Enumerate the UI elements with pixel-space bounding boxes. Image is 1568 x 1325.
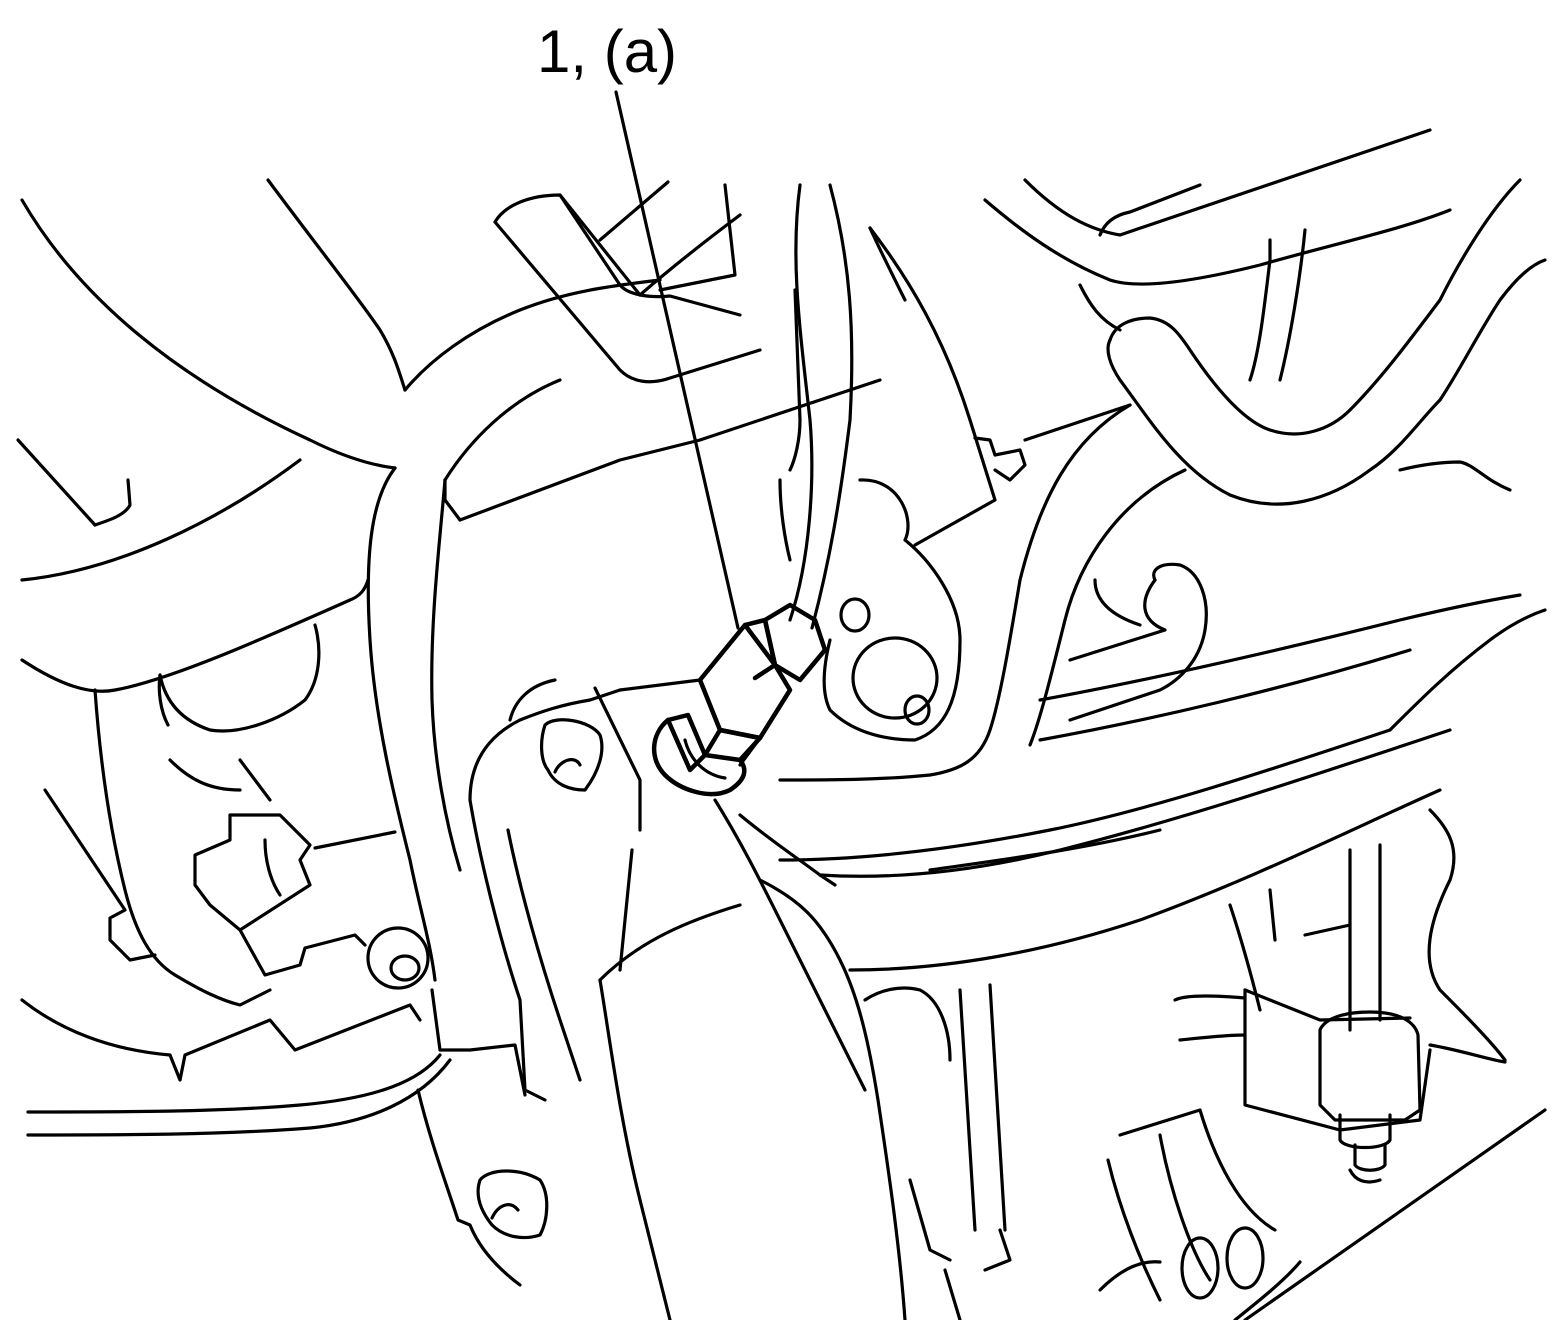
lower-left-structure <box>43 623 397 1007</box>
right-lower-clamp <box>1173 808 1507 1172</box>
diagonal-pipes <box>778 593 1547 972</box>
bottom-right-tubes <box>1098 1043 1547 1322</box>
lower-center-body <box>468 678 742 1102</box>
s-curve-pipe <box>778 403 1208 782</box>
center-bolt <box>540 718 604 792</box>
lower-center-struts <box>863 983 1012 1322</box>
upper-hose <box>493 180 762 384</box>
callout-leader-line <box>614 90 740 630</box>
lower-hose <box>598 798 907 1322</box>
brake-line-tube <box>778 183 854 630</box>
lower-left-bolt <box>366 926 430 990</box>
center-bracket <box>366 278 702 982</box>
callout-label-1: 1, (a) <box>537 18 677 85</box>
right-panel <box>698 226 1132 547</box>
fitting-part-1 <box>651 602 828 797</box>
upper-right-pipes <box>983 128 1547 506</box>
flange-plate <box>822 478 962 742</box>
bottom-left-rails <box>20 988 527 1287</box>
upper-left-housing <box>16 178 407 693</box>
bottom-bolt <box>476 1169 549 1240</box>
